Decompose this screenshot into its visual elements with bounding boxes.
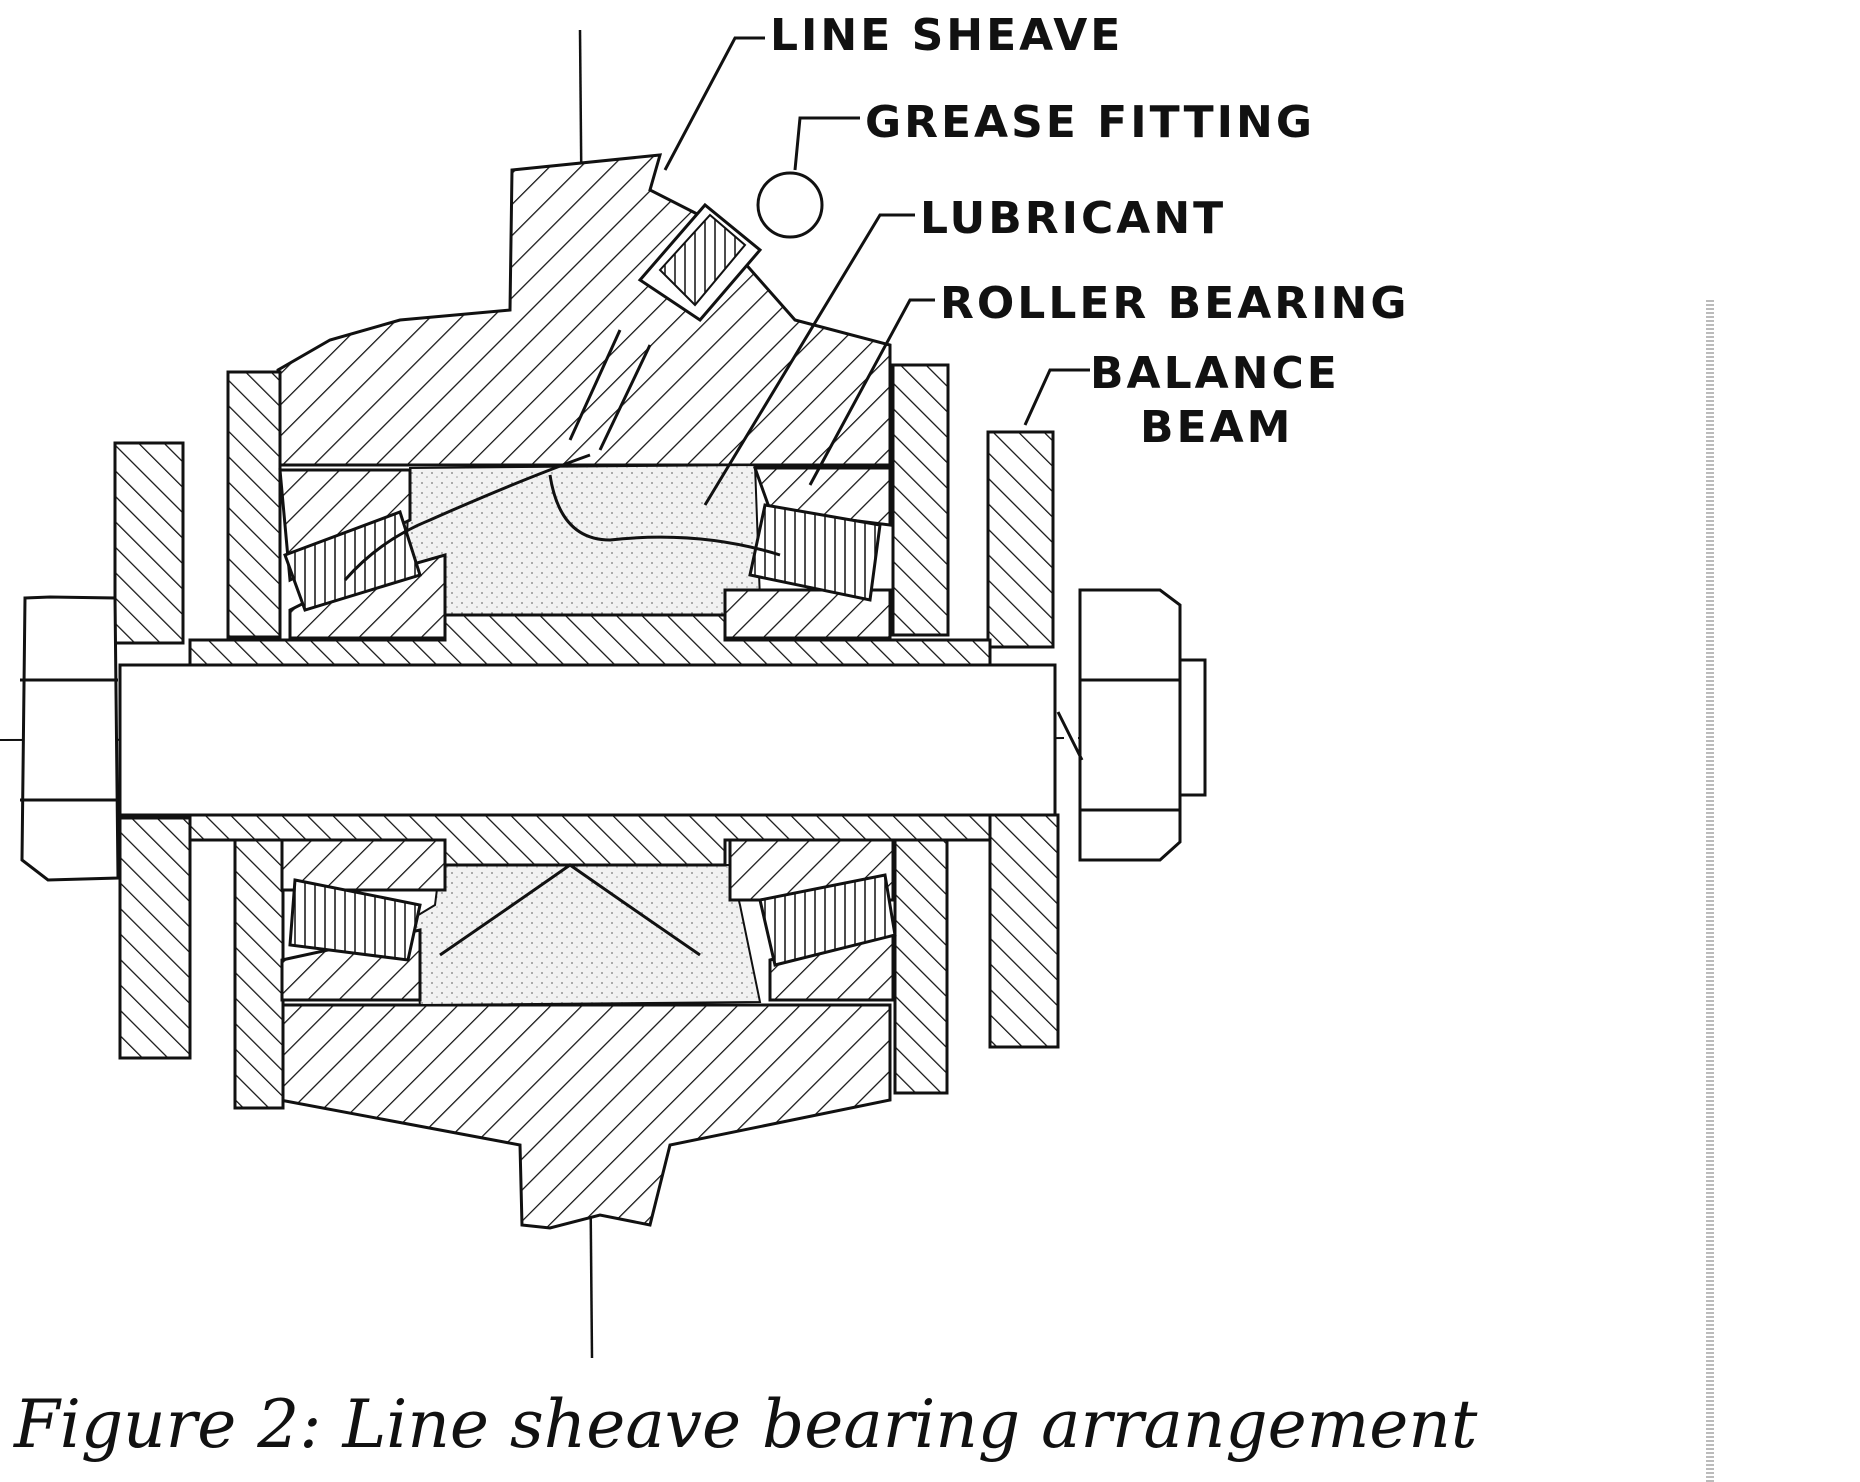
lubricant-lower bbox=[408, 864, 762, 1007]
shaft bbox=[118, 663, 1057, 817]
bolt-head bbox=[20, 595, 120, 882]
balance-beam-right-lower bbox=[988, 813, 1060, 1049]
line-sheave-upper bbox=[276, 153, 892, 467]
sheave-left-flange-lower bbox=[233, 836, 285, 1110]
balance-beam-right-upper bbox=[986, 430, 1055, 649]
nut bbox=[1078, 588, 1182, 862]
label-balance-beam: BALANCE BEAM bbox=[1023, 348, 1340, 453]
svg-text:GREASE FITTING: GREASE FITTING bbox=[865, 97, 1315, 148]
roller-upper-left bbox=[283, 510, 422, 612]
sheave-left-flange-upper bbox=[226, 370, 282, 639]
svg-text:LUBRICANT: LUBRICANT bbox=[920, 193, 1226, 244]
roller-lower-left bbox=[288, 878, 422, 962]
page-margin-rule bbox=[1706, 300, 1714, 1482]
figure-caption: Figure 2: Line sheave bearing arrangemen… bbox=[14, 1386, 1478, 1463]
label-grease-fitting: GREASE FITTING bbox=[793, 97, 1315, 171]
grease-fitting bbox=[568, 171, 824, 451]
sheave-right-flange-lower bbox=[893, 836, 949, 1095]
line-sheave-lower bbox=[276, 1003, 892, 1230]
balance-beam-left-lower bbox=[118, 816, 192, 1060]
roller-lower-right bbox=[758, 873, 897, 967]
svg-text:BEAM: BEAM bbox=[1140, 402, 1293, 453]
svg-text:LINE SHEAVE: LINE SHEAVE bbox=[770, 10, 1123, 61]
roller-upper-right bbox=[748, 503, 882, 602]
cotter-pin bbox=[1178, 658, 1207, 797]
sheave-right-flange-upper bbox=[891, 363, 950, 637]
label-line-sheave: LINE SHEAVE bbox=[663, 10, 1123, 171]
spacer-sleeve-lower bbox=[188, 813, 992, 867]
svg-text:ROLLER BEARING: ROLLER BEARING bbox=[940, 278, 1409, 329]
balance-beam-left-upper bbox=[113, 441, 185, 645]
svg-text:BALANCE: BALANCE bbox=[1090, 348, 1340, 399]
label-lubricant: LUBRICANT bbox=[703, 193, 1226, 506]
label-roller-bearing: ROLLER BEARING bbox=[808, 278, 1409, 486]
